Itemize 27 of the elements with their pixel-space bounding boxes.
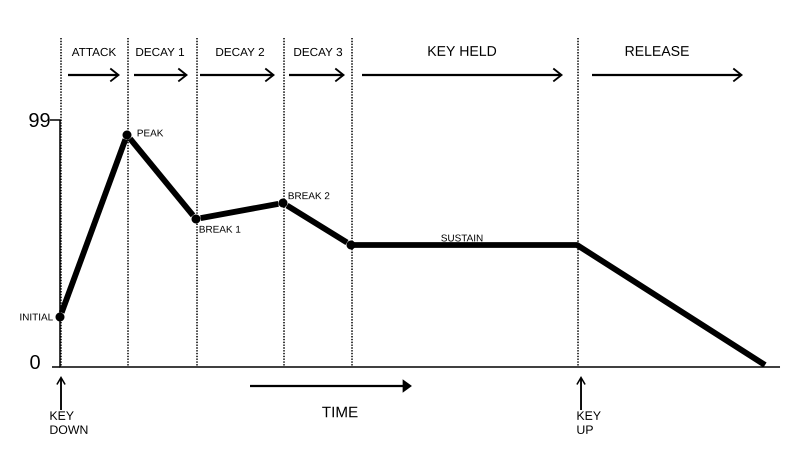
envelope-point	[346, 240, 356, 250]
arrow	[56, 376, 66, 410]
axis-label: 99	[29, 112, 50, 128]
envelope-point: PEAK	[122, 130, 164, 140]
phase-label: DECAY 1	[136, 48, 184, 56]
phase-label: RELEASE	[626, 46, 689, 56]
phase-label: DECAY 3	[294, 48, 342, 56]
phase-label: ATTACK	[72, 48, 116, 56]
envelope-point: INITIAL	[20, 312, 64, 322]
key-label: KEY UP	[577, 411, 601, 434]
envelope-line	[128, 136, 196, 218]
envelope-point: BREAK 1	[192, 214, 240, 233]
node-label: BREAK 2	[288, 192, 330, 200]
envelope-point: BREAK 2	[278, 192, 330, 208]
node-label: INITIAL	[20, 314, 53, 320]
envelope-line	[58, 138, 128, 314]
phase-label: DECAY 2	[216, 48, 264, 56]
segment-label: SUSTAIN	[441, 234, 482, 242]
arrow	[576, 376, 586, 410]
key-label: KEY DOWN	[50, 411, 88, 434]
axis-label: 0	[30, 354, 40, 370]
axis-label: TIME	[322, 406, 358, 418]
phase-label: KEY HELD	[428, 46, 496, 56]
envelope-line	[286, 203, 349, 245]
node-label: BREAK 1	[200, 226, 240, 233]
envelope-line	[200, 200, 279, 222]
node-label: PEAK	[138, 130, 164, 136]
